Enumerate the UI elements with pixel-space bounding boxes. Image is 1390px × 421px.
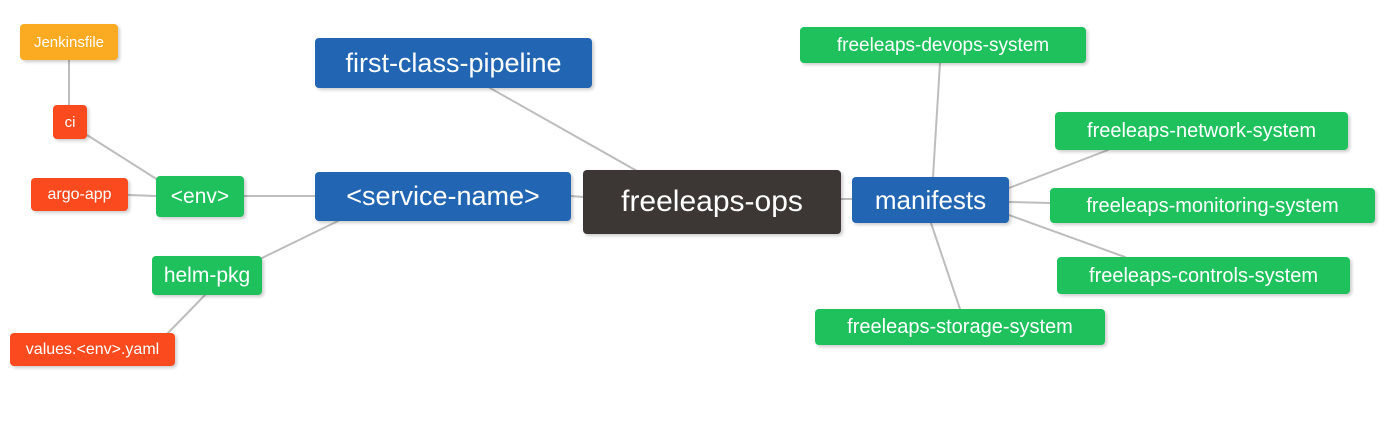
node-label-values-yaml: values.<env>.yaml [25, 340, 160, 358]
edge-manifests-to-freeleaps-devops-system [932, 62, 941, 178]
node-label-manifests: manifests [874, 185, 987, 215]
node-service-name[interactable]: <service-name> [315, 172, 571, 221]
node-freeleaps-controls-system[interactable]: freeleaps-controls-system [1057, 257, 1350, 294]
node-freeleaps-monitoring-system[interactable]: freeleaps-monitoring-system [1050, 188, 1375, 223]
node-label-freeleaps-storage-system: freeleaps-storage-system [847, 316, 1073, 338]
node-freeleaps-ops[interactable]: freeleaps-ops [583, 170, 841, 234]
edge-manifests-to-freeleaps-storage-system [930, 222, 961, 310]
node-first-class-pipeline[interactable]: first-class-pipeline [315, 38, 592, 88]
edge-values-yaml-to-helm-pkg [167, 294, 206, 334]
node-manifests[interactable]: manifests [852, 177, 1009, 223]
edge-ci-to-env [86, 134, 159, 181]
node-label-argo-app: argo-app [47, 185, 112, 203]
node-label-freeleaps-devops-system: freeleaps-devops-system [836, 34, 1050, 56]
node-values-yaml[interactable]: values.<env>.yaml [10, 333, 175, 366]
node-label-env: <env> [170, 185, 230, 208]
node-label-jenkinsfile: Jenkinsfile [33, 33, 105, 51]
node-freeleaps-devops-system[interactable]: freeleaps-devops-system [800, 27, 1086, 63]
node-jenkinsfile[interactable]: Jenkinsfile [20, 24, 118, 60]
node-env[interactable]: <env> [156, 176, 244, 217]
edge-helm-pkg-to-service-name [261, 220, 339, 259]
node-label-freeleaps-network-system: freeleaps-network-system [1087, 120, 1316, 142]
edge-service-name-to-freeleaps-ops [570, 195, 584, 198]
node-freeleaps-storage-system[interactable]: freeleaps-storage-system [815, 309, 1105, 345]
node-argo-app[interactable]: argo-app [31, 178, 128, 211]
node-ci[interactable]: ci [53, 105, 87, 139]
node-label-first-class-pipeline: first-class-pipeline [345, 47, 562, 78]
node-label-service-name: <service-name> [346, 181, 540, 211]
edge-argo-app-to-env [127, 194, 157, 197]
edge-manifests-to-freeleaps-network-system [1008, 149, 1109, 189]
node-label-ci: ci [64, 113, 76, 131]
node-helm-pkg[interactable]: helm-pkg [152, 256, 262, 295]
node-label-helm-pkg: helm-pkg [163, 264, 251, 287]
node-label-freeleaps-monitoring-system: freeleaps-monitoring-system [1086, 194, 1339, 217]
edge-manifests-to-freeleaps-monitoring-system [1008, 201, 1051, 204]
node-label-freeleaps-ops: freeleaps-ops [621, 185, 803, 218]
node-label-freeleaps-controls-system: freeleaps-controls-system [1089, 264, 1318, 287]
edge-first-class-pipeline-to-freeleaps-ops [489, 87, 638, 172]
node-freeleaps-network-system[interactable]: freeleaps-network-system [1055, 112, 1348, 150]
